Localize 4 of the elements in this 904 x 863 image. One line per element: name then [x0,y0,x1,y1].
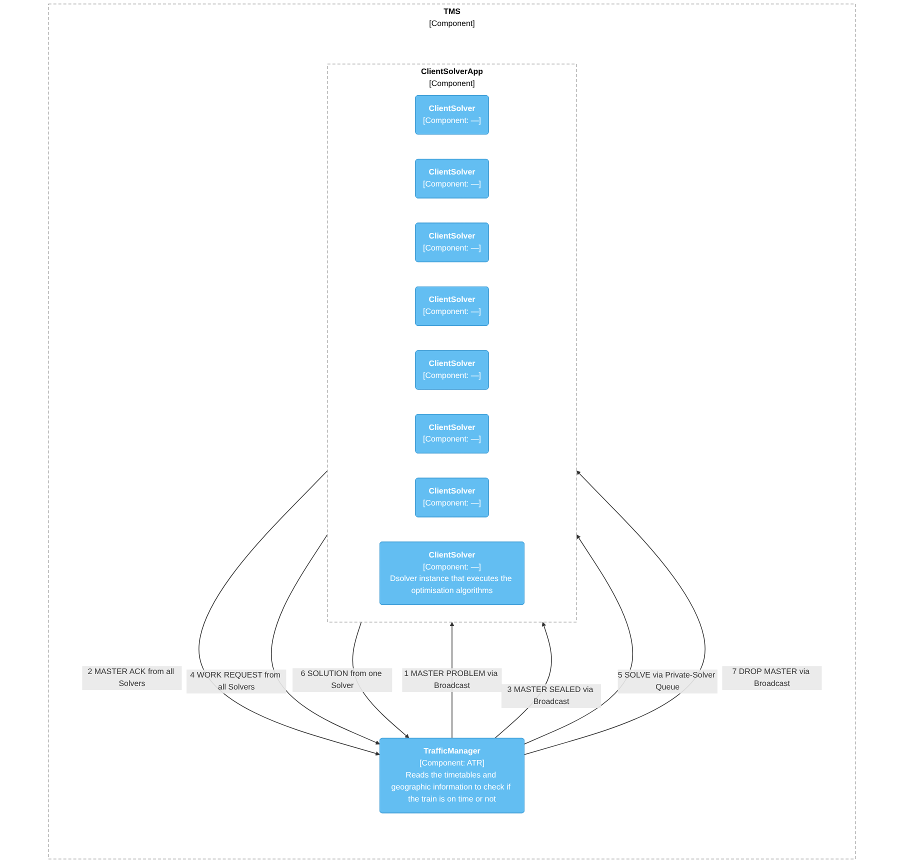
arrow [524,470,706,755]
arrow [198,470,380,756]
arrow [524,534,633,744]
arrow [271,534,380,745]
